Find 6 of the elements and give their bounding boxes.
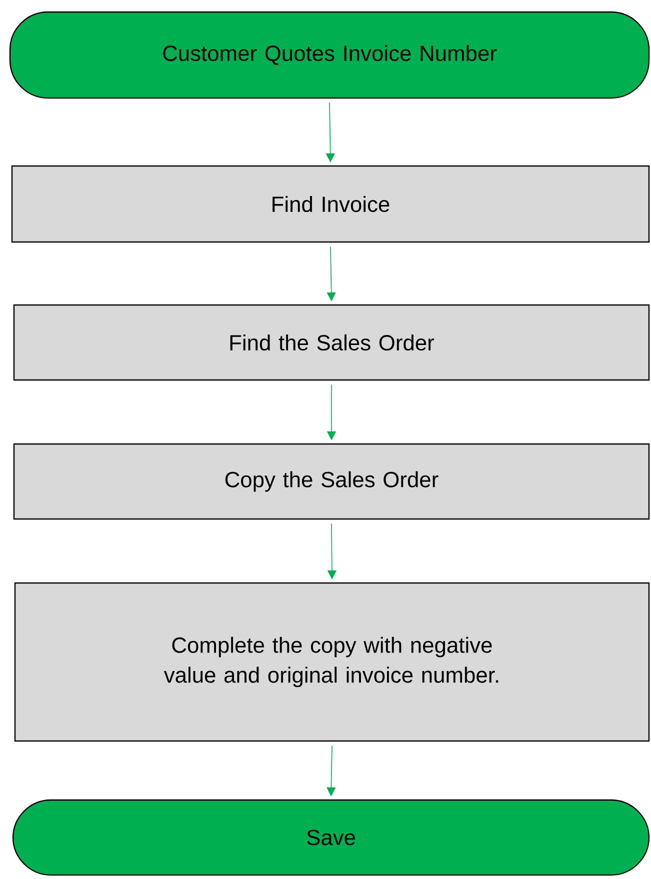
process-box: Find Invoice bbox=[11, 165, 650, 243]
process-box: Complete the copy with negative value and original invoice number. bbox=[14, 582, 650, 742]
process-box: Copy the Sales Order bbox=[13, 443, 650, 520]
process-box: Find the Sales Order bbox=[13, 304, 650, 381]
terminal-oval: Save bbox=[12, 799, 650, 876]
terminal-oval: Customer Quotes Invoice Number bbox=[9, 11, 650, 99]
